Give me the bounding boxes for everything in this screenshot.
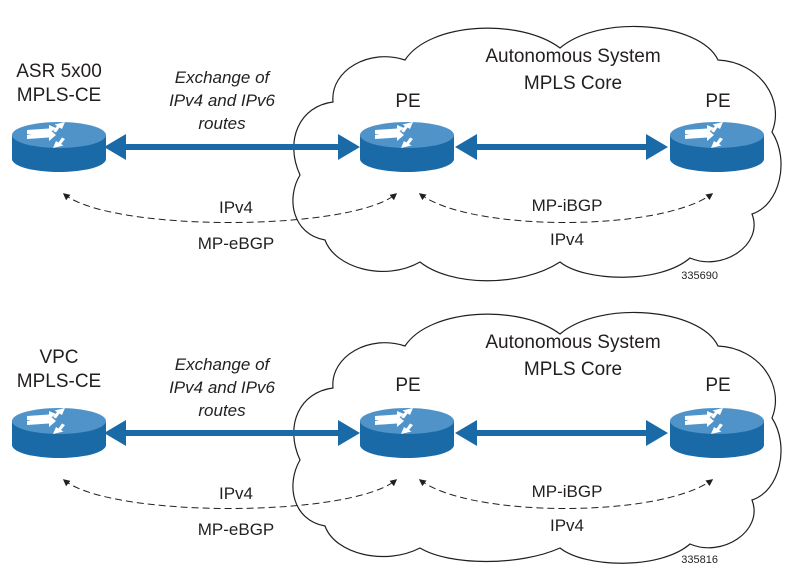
cloud-title-line2: MPLS Core — [524, 359, 622, 380]
ibgp-top-label: MP-iBGP — [532, 482, 603, 501]
exchange-label-line2: IPv4 and IPv6 — [169, 91, 275, 110]
ibgp-top-label: MP-iBGP — [532, 196, 603, 215]
route-exchange-arrow — [104, 420, 360, 446]
pe-left-router-icon — [360, 122, 454, 172]
exchange-label-line3: routes — [198, 401, 246, 420]
mp-ibgp-session-arc — [418, 479, 714, 509]
cloud-title-line2: MPLS Core — [524, 73, 622, 94]
exchange-label-line3: routes — [198, 114, 246, 133]
figure-id: 335816 — [681, 554, 718, 566]
ce-label-line2: MPLS-CE — [17, 85, 101, 106]
pe-to-pe-arrow — [455, 420, 668, 446]
pe-right-router-icon — [670, 408, 764, 458]
mp-ibgp-session-arc — [418, 193, 714, 223]
diagram-top: Autonomous System MPLS Core ASR 5x00 MPL… — [12, 25, 782, 282]
route-exchange-arrow — [104, 134, 360, 160]
diagram-bottom: Autonomous System MPLS Core VPC MPLS-CE … — [12, 311, 782, 566]
exchange-label-line2: IPv4 and IPv6 — [169, 378, 275, 397]
ebgp-top-label: IPv4 — [219, 198, 253, 217]
mp-ebgp-session-arc — [62, 193, 398, 223]
figure-id: 335690 — [681, 270, 718, 282]
ce-label-line2: MPLS-CE — [17, 371, 101, 392]
exchange-label-line1: Exchange of — [175, 68, 272, 87]
ce-label-line1: ASR 5x00 — [16, 61, 102, 82]
autonomous-system-cloud — [292, 311, 782, 564]
mp-ebgp-session-arc — [62, 479, 398, 509]
pe-right-label: PE — [705, 91, 730, 112]
ibgp-bottom-label: IPv4 — [550, 230, 584, 249]
ibgp-bottom-label: IPv4 — [550, 516, 584, 535]
ebgp-bottom-label: MP-eBGP — [198, 234, 275, 253]
pe-left-router-icon — [360, 408, 454, 458]
pe-to-pe-arrow — [455, 134, 668, 160]
exchange-label-line1: Exchange of — [175, 355, 272, 374]
pe-left-label: PE — [395, 375, 420, 396]
pe-right-router-icon — [670, 122, 764, 172]
ebgp-top-label: IPv4 — [219, 484, 253, 503]
ce-router-icon — [12, 408, 106, 458]
pe-right-label: PE — [705, 375, 730, 396]
ce-router-icon — [12, 122, 106, 172]
pe-left-label: PE — [395, 91, 420, 112]
cloud-title-line1: Autonomous System — [485, 332, 660, 353]
cloud-title-line1: Autonomous System — [485, 46, 660, 67]
autonomous-system-cloud — [292, 25, 782, 282]
ce-label-line1: VPC — [39, 347, 78, 368]
ebgp-bottom-label: MP-eBGP — [198, 520, 275, 539]
